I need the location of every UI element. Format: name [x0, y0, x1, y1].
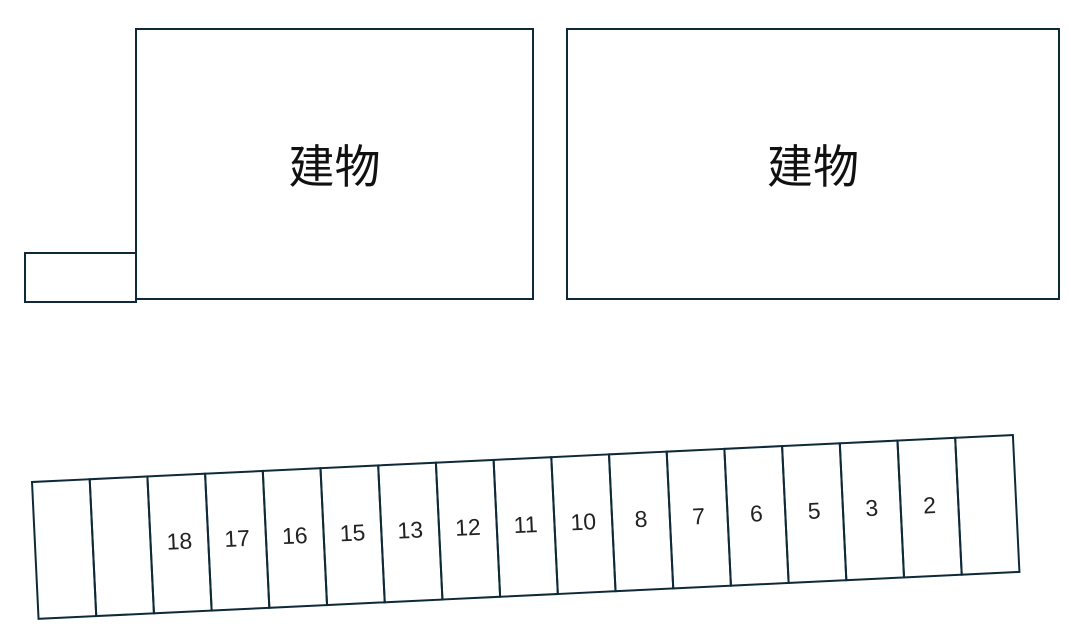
parking-slot: 3	[838, 439, 906, 582]
parking-slot	[88, 475, 155, 618]
parking-slot: 10	[550, 453, 617, 596]
parking-slot-number: 18	[166, 528, 193, 555]
parking-slot	[30, 478, 98, 620]
parking-slot-number: 13	[397, 516, 424, 543]
annex-box	[24, 252, 137, 303]
parking-slot-number: 7	[692, 503, 706, 530]
parking-slot: 2	[896, 436, 963, 579]
parking-slot: 5	[781, 442, 848, 584]
parking-slot: 16	[261, 467, 329, 609]
parking-slot: 12	[434, 458, 502, 601]
parking-slot-number: 12	[454, 514, 481, 541]
building-right: 建物	[566, 28, 1060, 300]
parking-slot	[954, 434, 1021, 576]
parking-slot-number: 17	[224, 525, 251, 552]
parking-slot: 6	[723, 445, 790, 587]
parking-slot-number: 2	[922, 492, 936, 519]
parking-slot: 18	[146, 472, 213, 615]
parking-slot-number: 8	[634, 506, 648, 533]
parking-slot-number: 10	[570, 508, 597, 535]
parking-slot-number: 3	[865, 495, 879, 522]
building-right-label: 建物	[767, 140, 859, 194]
parking-slot: 17	[204, 469, 271, 612]
parking-slot-number: 6	[749, 500, 763, 527]
parking-slot-number: 15	[339, 519, 366, 546]
parking-slot: 13	[377, 461, 444, 604]
parking-slot: 7	[665, 447, 732, 590]
building-left: 建物	[135, 28, 534, 300]
parking-slot-number: 16	[281, 522, 308, 549]
parking-slot: 15	[319, 464, 386, 607]
parking-slot-number: 11	[513, 511, 538, 538]
parking-slot-number: 5	[807, 497, 821, 524]
building-left-label: 建物	[288, 140, 381, 194]
parking-slot: 8	[607, 450, 675, 593]
parking-slot: 11	[492, 456, 559, 598]
